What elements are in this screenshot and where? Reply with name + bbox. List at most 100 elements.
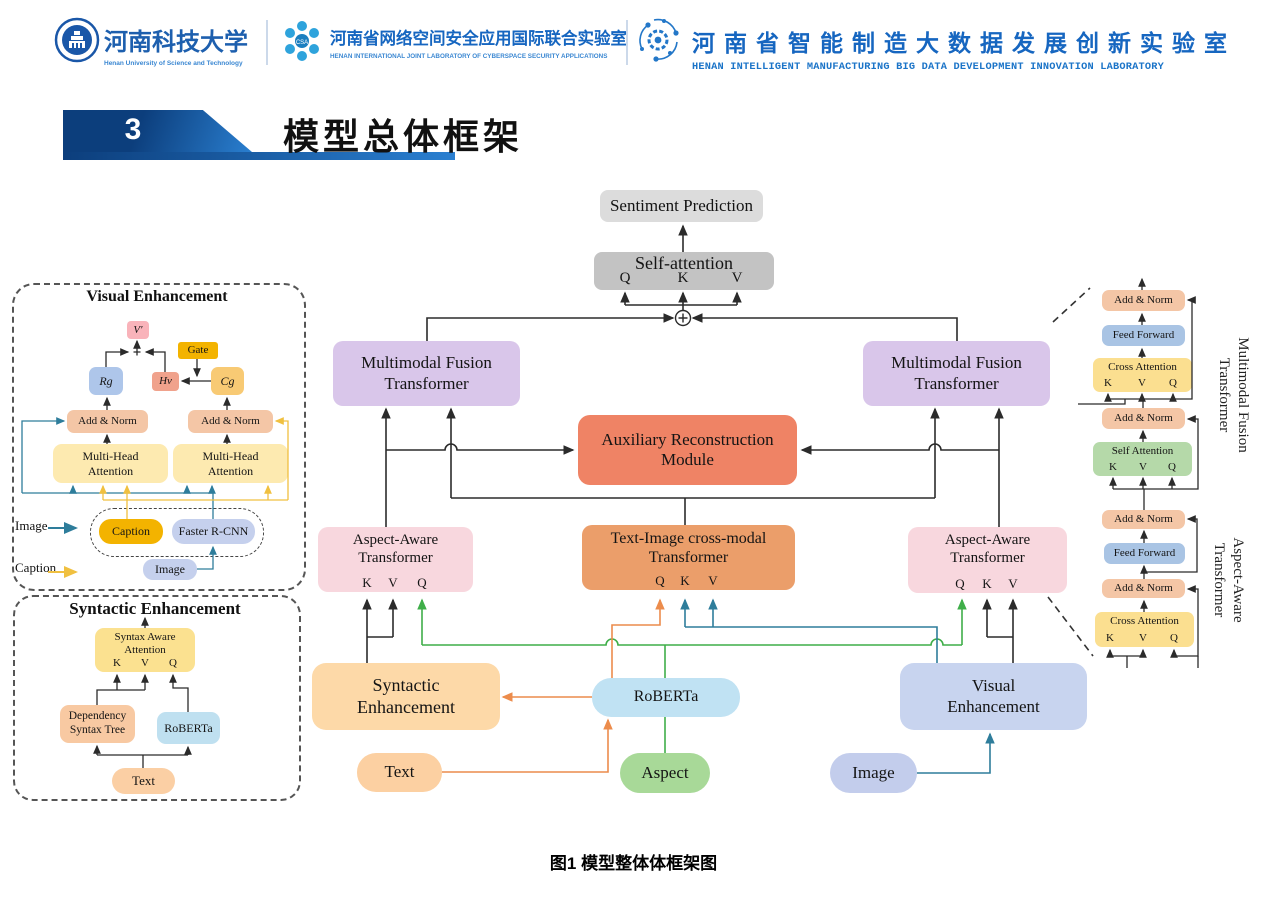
rp-feed-forward-1: Feed Forward xyxy=(1102,325,1185,346)
rp-label: Add & Norm xyxy=(1114,582,1173,595)
caption-pill-label: Caption xyxy=(112,524,150,539)
syntax-aware-attention-box: Syntax Aware Attention K V Q xyxy=(95,628,195,672)
text-panel-pill: Text xyxy=(112,768,175,794)
bigdata-lab-cn: 河南省智能制造大数据发展创新实验室 xyxy=(692,30,1236,56)
rp-mft-label-line2: Transformer xyxy=(1216,357,1232,433)
visual-line1: Visual xyxy=(971,676,1016,696)
roberta-label: RoBERTa xyxy=(633,688,699,706)
bigdata-lab-name: 河南省智能制造大数据发展创新实验室 HENAN INTELLIGENT MANU… xyxy=(692,24,1236,73)
hv-box: Hv xyxy=(152,372,179,391)
ticmt-line2: Transformer xyxy=(648,548,729,566)
cyberspace-lab-en: HENAN INTERNATIONAL JOINT LABORATORY OF … xyxy=(330,53,608,60)
cg-label: Cg xyxy=(220,373,235,388)
image-label: Image xyxy=(852,762,895,782)
visual-enhancement-box: Visual Enhancement xyxy=(900,663,1087,730)
dependency-syntax-tree-box: Dependency Syntax Tree xyxy=(60,705,135,743)
roberta-box: RoBERTa xyxy=(592,678,740,717)
image-pill: Image xyxy=(143,559,197,580)
university-name: 河南科技大学 Henan University of Science and T… xyxy=(104,22,248,67)
figure-caption: 图1 模型整体体框架图 xyxy=(549,854,718,873)
port-q: Q xyxy=(169,657,177,670)
add-norm-label: Add & Norm xyxy=(201,415,260,428)
callout-dashed-lines xyxy=(1047,287,1094,657)
cyberspace-lab-logo-icon: CSA xyxy=(285,21,319,61)
aux-line2: Module xyxy=(661,450,714,469)
mha-line1: Multi-Head xyxy=(82,449,139,464)
rp-add-norm-3: Add & Norm xyxy=(1102,510,1185,529)
section-number-badge: 3 xyxy=(63,110,252,152)
rp-self-attention: Self Attention K V Q xyxy=(1093,442,1192,476)
sentiment-prediction-box: Sentiment Prediction xyxy=(600,190,763,222)
port-v: V xyxy=(1139,632,1147,645)
visual-panel-title: Visual Enhancement xyxy=(86,288,228,305)
port-k: K xyxy=(362,574,372,590)
rg-box: Rg xyxy=(89,367,123,395)
port-v: V xyxy=(731,270,743,287)
port-k: K xyxy=(113,657,121,670)
saa-line1: Syntax Aware xyxy=(114,631,176,643)
faster-rcnn-label: Faster R-CNN xyxy=(178,524,249,539)
cyberspace-lab-name: 河南省网络空间安全应用国际联合实验室 HENAN INTERNATIONAL J… xyxy=(330,25,627,60)
rp-cross-attention-1: Cross Attention K V Q xyxy=(1093,358,1192,392)
aspect-wires xyxy=(417,598,967,753)
section-number: 3 xyxy=(124,113,142,146)
caption-pill: Caption xyxy=(99,519,163,544)
dst-line1: Dependency xyxy=(68,710,127,723)
visual-line2: Enhancement xyxy=(947,696,1040,716)
cg-box: Cg xyxy=(211,367,244,395)
visual-enhancement-panel xyxy=(12,283,306,591)
aat-right-line1: Aspect-Aware xyxy=(944,532,1031,548)
syntactic-panel-title: Syntactic Enhancement xyxy=(69,599,241,618)
mft-right-line1: Multimodal Fusion xyxy=(891,353,1022,373)
aspect-aware-transformer-left: Aspect-Aware Transformer K V Q xyxy=(318,527,473,592)
add-norm-label: Add & Norm xyxy=(78,415,137,428)
text-image-cross-modal-transformer: Text-Image cross-modal Transformer Q K V xyxy=(582,525,795,590)
rp-label: Add & Norm xyxy=(1114,294,1173,307)
self-attention-label: Self-attention xyxy=(635,253,733,273)
v-output-label: V′ xyxy=(133,323,143,336)
aux-line1: Auxiliary Reconstruction xyxy=(601,429,774,449)
text-panel-label: Text xyxy=(132,773,155,789)
cyberspace-lab-cn: 河南省网络空间安全应用国际联合实验室 xyxy=(330,30,627,48)
rp-add-norm-1: Add & Norm xyxy=(1102,290,1185,311)
aspect-aware-transformer-right: Aspect-Aware Transformer Q K V xyxy=(908,527,1067,593)
gate-label: Gate xyxy=(187,344,209,357)
rp-label: Feed Forward xyxy=(1113,547,1176,560)
svg-text:CSA: CSA xyxy=(296,40,308,46)
mha-line1: Multi-Head xyxy=(202,449,259,464)
rp-label: Add & Norm xyxy=(1114,412,1173,425)
rp-label: Add & Norm xyxy=(1114,513,1173,526)
rp-add-norm-2: Add & Norm xyxy=(1102,408,1185,429)
bigdata-lab-logo-icon xyxy=(639,18,679,62)
port-q: Q xyxy=(417,574,427,590)
rp-feed-forward-2: Feed Forward xyxy=(1104,543,1185,564)
syntactic-line1: Syntactic xyxy=(372,675,440,696)
syntactic-enhancement-panel xyxy=(13,595,301,801)
header-divider-1 xyxy=(266,20,268,65)
image-pill-label: Image xyxy=(155,562,185,577)
port-q: Q xyxy=(619,270,631,287)
port-v: V xyxy=(141,657,149,670)
port-k: K xyxy=(680,572,690,588)
rp-label: Cross Attention xyxy=(1108,361,1177,373)
port-v: V xyxy=(708,572,718,588)
rp-label: Cross Attention xyxy=(1110,615,1179,627)
header-divider-2 xyxy=(626,20,628,65)
syntactic-line2: Enhancement xyxy=(357,696,455,717)
port-v: V xyxy=(1138,377,1146,390)
port-v: V xyxy=(388,574,398,590)
university-name-en: Henan University of Science and Technolo… xyxy=(104,60,243,67)
bigdata-lab-en: HENAN INTELLIGENT MANUFACTURING BIG DATA… xyxy=(692,61,1165,73)
roberta-panel-label: RoBERTa xyxy=(164,720,213,735)
mft-left-line1: Multimodal Fusion xyxy=(361,353,492,373)
gate-box: Gate xyxy=(178,342,218,359)
add-norm-right-box: Add & Norm xyxy=(188,410,273,433)
rp-label: Feed Forward xyxy=(1112,329,1175,342)
port-q: Q xyxy=(1169,377,1177,390)
self-attention-box: Self-attention Q K V xyxy=(594,252,774,290)
port-v: V xyxy=(1139,461,1147,474)
aat-left-line1: Aspect-Aware xyxy=(352,532,439,548)
add-norm-left-box: Add & Norm xyxy=(67,410,148,433)
dst-line2: Syntax Tree xyxy=(69,724,126,736)
